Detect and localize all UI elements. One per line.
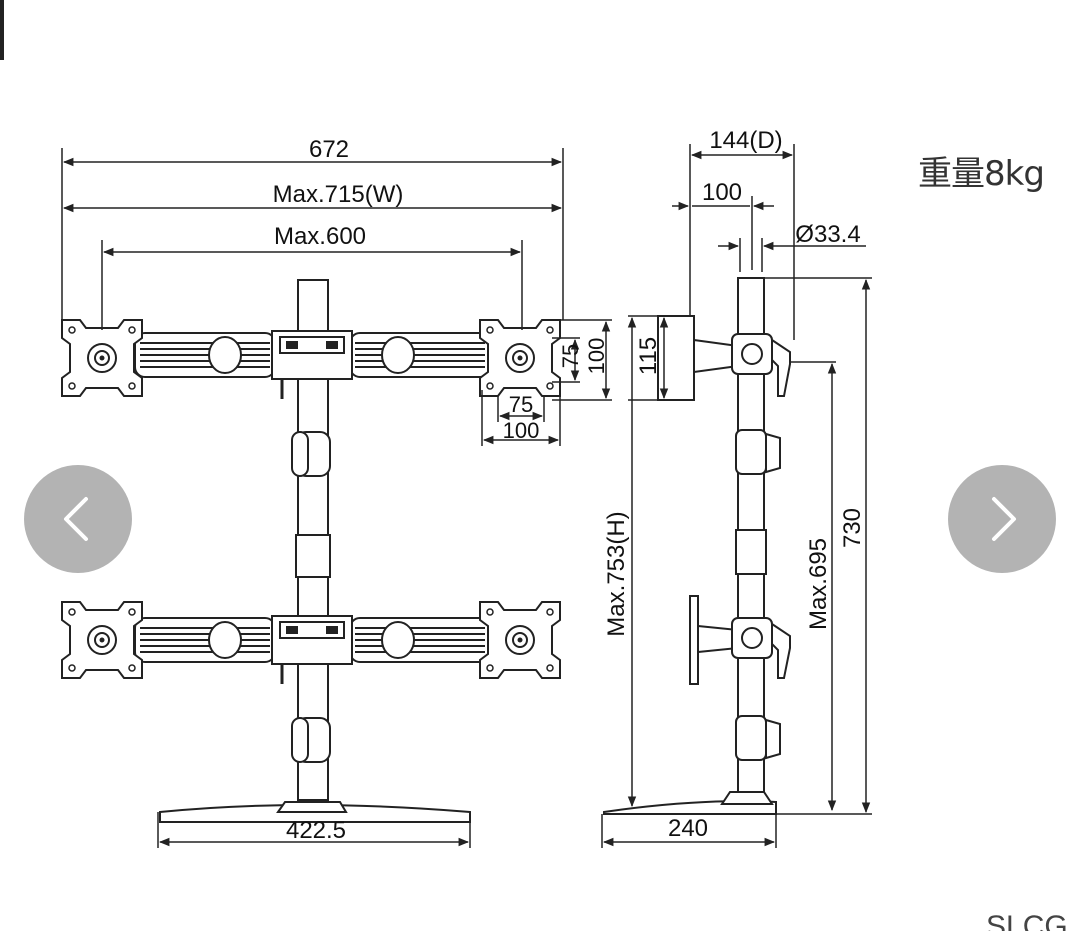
dim-bracket-height: 115 [635,337,662,375]
corner-edge-mark [0,0,4,60]
weight-label: 重量8kg [918,154,1045,194]
next-image-button[interactable] [948,465,1056,573]
dim-max-clamp-height: Max.695 [805,538,832,630]
dim-vesa-w-75: 75 [509,392,533,417]
dim-depth: 144(D) [709,127,782,154]
dim-vesa-h-100: 100 [584,338,609,375]
dim-pole-diameter: Ø33.4 [795,221,860,248]
footer-cut-text: SLCG [986,912,1068,931]
dim-base-width: 422.5 [286,817,346,844]
dim-vesa-h-75: 75 [558,344,583,368]
dim-pole-height: 730 [839,508,866,548]
chevron-right-icon [992,497,1016,541]
prev-image-button[interactable] [24,465,132,573]
dim-max-width: Max.715(W) [273,181,404,208]
front-view: 672 Max.715(W) Max.600 75 100 75 100 422… [61,136,612,848]
dim-max-height: Max.753(H) [603,511,630,636]
dim-width-672: 672 [309,136,349,163]
dim-base-depth: 240 [668,815,708,842]
dim-arm-span: Max.600 [274,223,366,250]
chevron-left-icon [64,497,88,541]
side-view: 144(D) 100 Ø33.4 115 Max.753(H) Max.695 … [601,127,872,848]
dim-offset: 100 [702,179,742,206]
dim-vesa-w-100: 100 [503,418,540,443]
